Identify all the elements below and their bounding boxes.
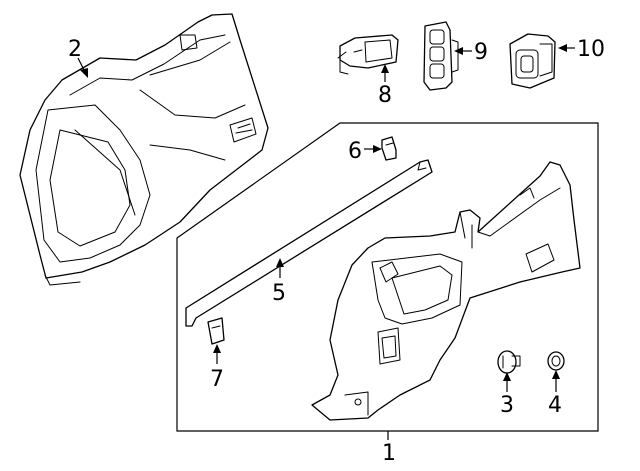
callout-7: 7 xyxy=(210,367,224,392)
part-3-push-pin[interactable] xyxy=(497,350,521,374)
part-5-trim-strip[interactable] xyxy=(185,159,433,327)
part-4-grommet[interactable] xyxy=(547,351,565,371)
callout-4: 4 xyxy=(548,393,562,418)
part-8-power-outlet[interactable] xyxy=(337,34,399,75)
part-2-quarter-trim-panel[interactable] xyxy=(19,13,269,286)
part-1-quarter-trim-panel[interactable] xyxy=(311,161,581,421)
part-7-clip[interactable] xyxy=(207,317,225,345)
callout-10: 10 xyxy=(577,37,605,62)
leader-lines xyxy=(77,44,575,440)
part-9-switch-module[interactable] xyxy=(423,21,459,91)
callout-9: 9 xyxy=(474,40,488,65)
callout-8: 8 xyxy=(378,83,392,108)
callout-6: 6 xyxy=(348,139,362,164)
part-10-socket[interactable] xyxy=(509,33,556,89)
callout-2: 2 xyxy=(68,37,82,62)
callout-5: 5 xyxy=(272,281,286,306)
callout-1: 1 xyxy=(382,441,396,466)
assembly-box xyxy=(176,122,599,432)
callout-3: 3 xyxy=(500,393,514,418)
part-6-clip[interactable] xyxy=(381,136,397,161)
